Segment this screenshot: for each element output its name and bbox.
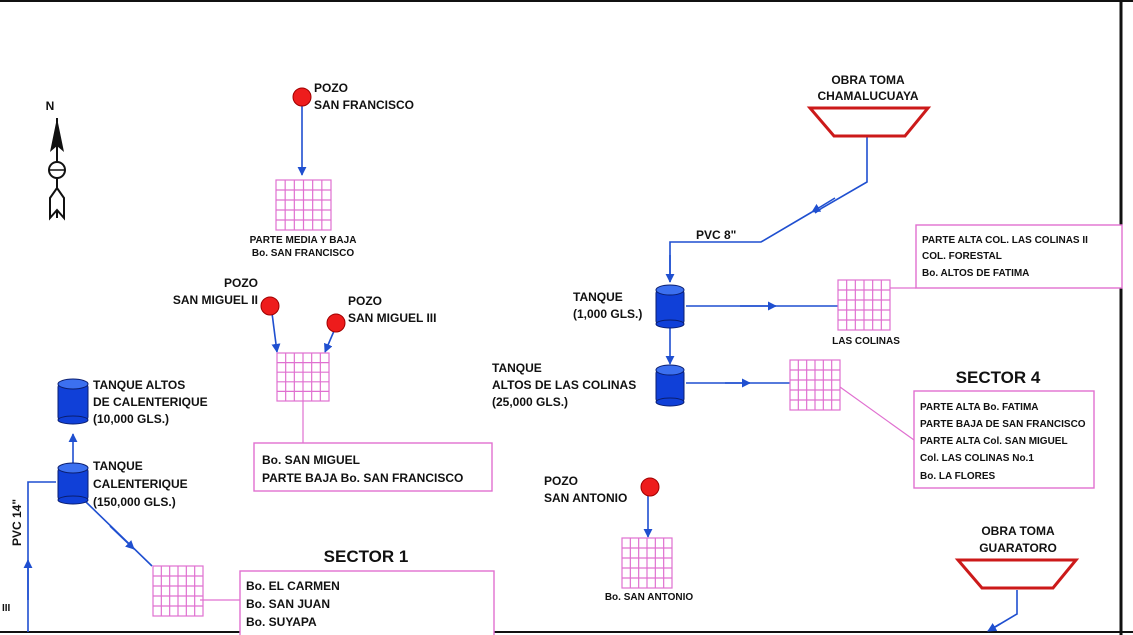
well-san-francisco-name: SAN FRANCISCO bbox=[314, 98, 414, 112]
well-san-miguel-ii-name: SAN MIGUEL II bbox=[173, 293, 258, 307]
zone-grid-sector-1 bbox=[152, 565, 204, 617]
tank-colinas-1000-l1: TANQUE bbox=[573, 290, 623, 304]
zone-grid-san-francisco bbox=[275, 179, 332, 231]
box-sector-4-l3: PARTE ALTA Col. SAN MIGUEL bbox=[920, 436, 1068, 447]
tank-altos-colinas-l3: (25,000 GLS.) bbox=[492, 395, 568, 409]
zone-label-san-antonio: Bo. SAN ANTONIO bbox=[605, 592, 694, 603]
pipe-label-pvc-8: PVC 8" bbox=[696, 228, 736, 242]
pipe-label-pvc-14: PVC 14" bbox=[10, 499, 24, 546]
sector-4-title: SECTOR 4 bbox=[956, 368, 1041, 387]
box-san-miguel: Bo. SAN MIGUEL PARTE BAJA Bo. SAN FRANCI… bbox=[253, 442, 493, 492]
zone-grid-las-colinas bbox=[837, 279, 891, 331]
well-san-antonio: POZO SAN ANTONIO bbox=[544, 474, 660, 505]
tank-calenterique-l3: (150,000 GLS.) bbox=[93, 495, 176, 509]
tank-calenterique-l1: TANQUE bbox=[93, 459, 143, 473]
intake-chamalucuaya-name: CHAMALUCUAYA bbox=[817, 89, 918, 103]
box-sector-1-l2: Bo. SAN JUAN bbox=[246, 597, 330, 611]
box-sector-4-l2: PARTE BAJA DE SAN FRANCISCO bbox=[920, 419, 1086, 430]
tank-calenterique: TANQUE CALENTERIQUE (150,000 GLS.) bbox=[57, 459, 188, 509]
well-san-miguel-iii-name: SAN MIGUEL III bbox=[348, 311, 436, 325]
well-san-miguel-ii-title: POZO bbox=[224, 276, 258, 290]
zone-label-media-baja-l1: PARTE MEDIA Y BAJA bbox=[250, 235, 357, 246]
tank-altos-calenterique-l3: (10,000 GLS.) bbox=[93, 412, 169, 426]
box-san-miguel-l2: PARTE BAJA Bo. SAN FRANCISCO bbox=[262, 471, 463, 485]
intake-guaratoro-name: GUARATORO bbox=[979, 541, 1057, 555]
zone-grid-san-miguel bbox=[276, 352, 330, 402]
well-san-antonio-marker bbox=[640, 477, 660, 497]
intake-guaratoro-shape bbox=[954, 558, 1080, 590]
intake-guaratoro: OBRA TOMA GUARATORO bbox=[954, 524, 1080, 590]
edge-label-iii: III bbox=[2, 603, 11, 614]
intake-chamalucuaya: OBRA TOMA CHAMALUCUAYA bbox=[806, 73, 932, 138]
tank-altos-calenterique-l1: TANQUE ALTOS bbox=[93, 378, 185, 392]
box-colinas-top-l3: Bo. ALTOS DE FATIMA bbox=[922, 268, 1029, 279]
well-san-francisco-marker bbox=[292, 87, 312, 107]
well-san-miguel-ii: POZO SAN MIGUEL II bbox=[173, 276, 280, 316]
well-san-francisco-title: POZO bbox=[314, 81, 348, 95]
well-san-antonio-name: SAN ANTONIO bbox=[544, 491, 627, 505]
box-sector-1-l3: Bo. SUYAPA bbox=[246, 615, 317, 629]
well-san-francisco: POZO SAN FRANCISCO bbox=[292, 81, 414, 112]
well-san-antonio-title: POZO bbox=[544, 474, 578, 488]
intake-guaratoro-title: OBRA TOMA bbox=[981, 524, 1055, 538]
box-colinas-top: PARTE ALTA COL. LAS COLINAS II COL. FORE… bbox=[915, 224, 1123, 289]
box-sector-4-l4: Col. LAS COLINAS No.1 bbox=[920, 453, 1034, 464]
north-arrow: N bbox=[46, 99, 66, 221]
intake-chamalucuaya-title: OBRA TOMA bbox=[831, 73, 905, 87]
tank-altos-colinas: TANQUE ALTOS DE LAS COLINAS (25,000 GLS.… bbox=[492, 361, 685, 409]
north-arrow-head bbox=[50, 118, 64, 152]
box-sector-4-l1: PARTE ALTA Bo. FATIMA bbox=[920, 402, 1039, 413]
zone-label-las-colinas: LAS COLINAS bbox=[832, 336, 900, 347]
tank-altos-colinas-l2: ALTOS DE LAS COLINAS bbox=[492, 378, 636, 392]
pipes bbox=[23, 106, 1018, 632]
tank-altos-calenterique-l2: DE CALENTERIQUE bbox=[93, 395, 208, 409]
zone-grid-sector-4 bbox=[789, 359, 841, 411]
well-san-miguel-iii: POZO SAN MIGUEL III bbox=[326, 294, 436, 333]
zone-grid-san-antonio bbox=[621, 537, 673, 589]
box-sector-1: Bo. EL CARMEN Bo. SAN JUAN Bo. SUYAPA bbox=[239, 570, 495, 635]
box-sector-4: PARTE ALTA Bo. FATIMA PARTE BAJA DE SAN … bbox=[913, 390, 1095, 489]
tank-altos-calenterique: TANQUE ALTOS DE CALENTERIQUE (10,000 GLS… bbox=[57, 378, 208, 426]
box-colinas-top-l1: PARTE ALTA COL. LAS COLINAS II bbox=[922, 235, 1088, 246]
box-sector-1-l1: Bo. EL CARMEN bbox=[246, 579, 340, 593]
tank-altos-colinas-l1: TANQUE bbox=[492, 361, 542, 375]
north-label: N bbox=[46, 99, 55, 113]
sector-1-title: SECTOR 1 bbox=[324, 547, 409, 566]
box-colinas-top-l2: COL. FORESTAL bbox=[922, 251, 1002, 262]
tank-calenterique-l2: CALENTERIQUE bbox=[93, 477, 188, 491]
intake-chamalucuaya-shape bbox=[806, 106, 932, 138]
well-san-miguel-iii-title: POZO bbox=[348, 294, 382, 308]
zone-label-media-baja-l2: Bo. SAN FRANCISCO bbox=[252, 248, 354, 259]
box-sector-4-l5: Bo. LA FLORES bbox=[920, 471, 996, 482]
well-san-miguel-iii-marker bbox=[326, 313, 346, 333]
leader-lines bbox=[200, 287, 916, 601]
tank-colinas-1000: TANQUE (1,000 GLS.) bbox=[573, 284, 685, 329]
box-san-miguel-l1: Bo. SAN MIGUEL bbox=[262, 453, 360, 467]
well-san-miguel-ii-marker bbox=[260, 296, 280, 316]
north-arrow-tail bbox=[49, 186, 65, 221]
tank-colinas-1000-l2: (1,000 GLS.) bbox=[573, 307, 642, 321]
